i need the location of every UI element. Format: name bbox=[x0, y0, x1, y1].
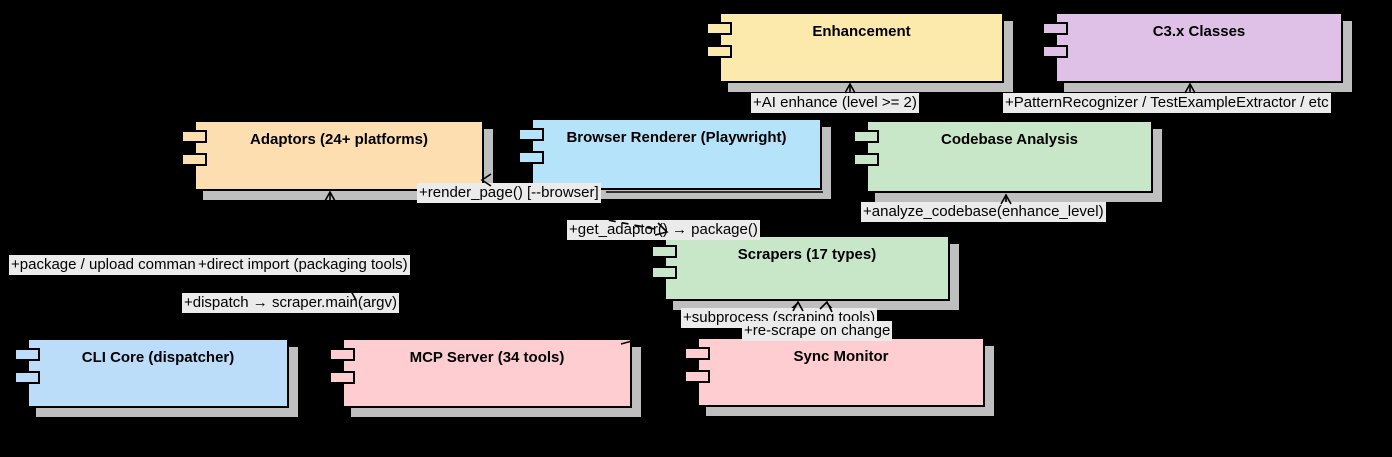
component-title: Adaptors (24+ platforms) bbox=[250, 131, 428, 148]
component-tab-icon bbox=[518, 151, 544, 164]
component-tab-icon bbox=[651, 266, 677, 279]
component-tab-icon bbox=[853, 130, 879, 143]
edge-label-render-page: +render_page() [--browser] bbox=[417, 183, 601, 203]
component-scrapers: Scrapers (17 types) bbox=[651, 235, 950, 301]
component-tab-icon bbox=[684, 347, 710, 360]
edge-label-re-scrape: +re-scrape on change bbox=[742, 321, 893, 341]
component-codebase-analysis: Codebase Analysis bbox=[853, 120, 1153, 193]
component-tab-icon bbox=[1042, 45, 1068, 58]
component-cli-core: CLI Core (dispatcher) bbox=[14, 338, 289, 408]
edge-label-direct-import: +direct import (packaging tools) bbox=[196, 255, 410, 275]
component-tab-icon bbox=[181, 130, 207, 143]
component-c3x-classes: C3.x Classes bbox=[1042, 12, 1343, 83]
component-title: Browser Renderer (Playwright) bbox=[566, 129, 787, 146]
component-title: C3.x Classes bbox=[1152, 23, 1246, 40]
edge-label-get-adaptor: +get_adaptor() → package() bbox=[567, 220, 760, 240]
edge-label-dispatch: +dispatch → scraper.main(argv) bbox=[182, 293, 400, 313]
component-enhancement: Enhancement bbox=[706, 12, 1004, 83]
component-title: Codebase Analysis bbox=[941, 131, 1078, 148]
component-mcp-server: MCP Server (34 tools) bbox=[329, 338, 632, 408]
edge-label-package-upload: +package / upload comman bbox=[9, 255, 198, 275]
component-tab-icon bbox=[329, 348, 355, 361]
component-tab-icon bbox=[14, 371, 40, 384]
component-title: MCP Server (34 tools) bbox=[409, 349, 565, 366]
component-tab-icon bbox=[1042, 22, 1068, 35]
edge-label-pattern-recognizer: +PatternRecognizer / TestExampleExtracto… bbox=[1003, 93, 1331, 113]
component-tab-icon bbox=[706, 22, 732, 35]
component-tab-icon bbox=[518, 128, 544, 141]
component-tab-icon bbox=[329, 371, 355, 384]
component-title: Enhancement bbox=[812, 23, 911, 40]
component-title: Scrapers (17 types) bbox=[737, 246, 877, 263]
component-tab-icon bbox=[651, 245, 677, 258]
component-tab-icon bbox=[706, 45, 732, 58]
component-title: Sync Monitor bbox=[793, 348, 889, 365]
component-browser-renderer: Browser Renderer (Playwright) bbox=[518, 118, 822, 190]
component-adaptors: Adaptors (24+ platforms) bbox=[181, 120, 484, 191]
component-tab-icon bbox=[14, 348, 40, 361]
component-title: CLI Core (dispatcher) bbox=[81, 349, 235, 366]
component-tab-icon bbox=[181, 153, 207, 166]
edge-label-analyze-codebase: +analyze_codebase(enhance_level) bbox=[861, 202, 1106, 222]
component-tab-icon bbox=[684, 370, 710, 383]
edge-label-ai-enhance: +AI enhance (level >= 2) bbox=[751, 93, 919, 113]
component-tab-icon bbox=[853, 153, 879, 166]
